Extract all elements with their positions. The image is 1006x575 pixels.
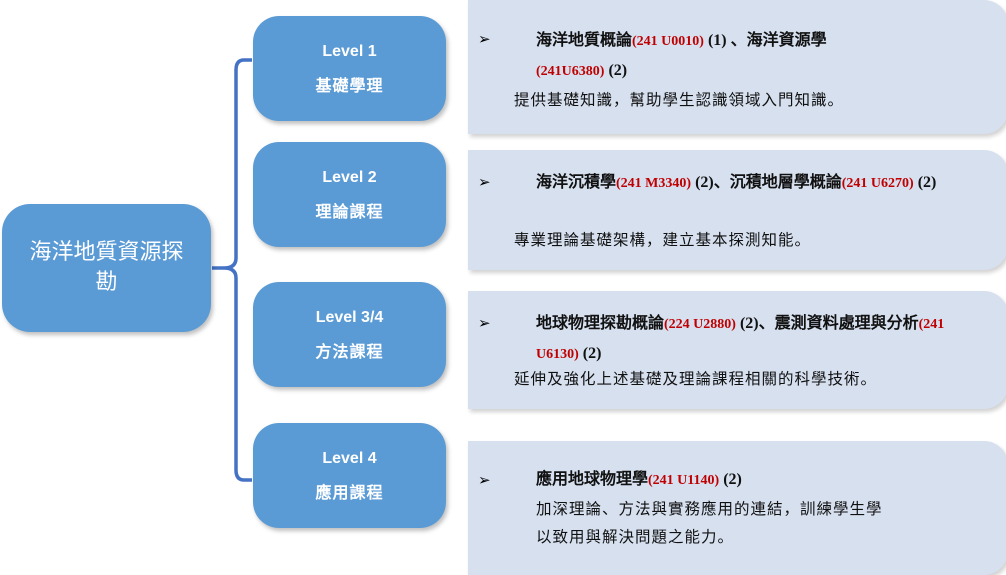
level-title: Level 1 <box>322 42 377 60</box>
level-title: Level 2 <box>322 168 377 186</box>
level-subtitle: 方法課程 <box>315 341 384 361</box>
separator: 、 <box>730 30 747 49</box>
course-credit: (2) <box>604 62 628 79</box>
level-description-line-1: 加深理論、方法與實務應用的連結，訓練學生學 <box>536 500 883 518</box>
level-1-box: Level 1 基礎學理 <box>253 16 446 121</box>
course-name: 應用地球物理學 <box>536 469 649 488</box>
course-name: 海洋沉積學 <box>536 172 617 191</box>
level-description: 提供基礎知識，幫助學生認識領域入門知識。 <box>514 91 845 109</box>
level-subtitle: 應用課程 <box>315 482 384 502</box>
course-code: (224 U2880) <box>664 317 736 332</box>
arrow-bullet-icon: ➢ <box>478 471 491 489</box>
level-3-panel: ➢ 地球物理探勘概論(224 U2880) (2)、震測資料處理與分析(241 … <box>468 291 1006 409</box>
level-title: Level 4 <box>322 449 377 467</box>
course-credit: (2) <box>913 174 937 191</box>
separator: 、 <box>758 313 775 332</box>
level-3-box: Level 3/4 方法課程 <box>253 282 446 387</box>
course-list: 地球物理探勘概論(224 U2880) (2)、震測資料處理與分析(241 U6… <box>536 309 978 369</box>
course-code: (241 M3340) <box>616 176 692 191</box>
course-list: 應用地球物理學(241 U1140) (2) <box>536 465 978 495</box>
course-credit: (1) <box>703 32 731 49</box>
course-credit: (2) <box>578 345 602 362</box>
level-description: 專業理論基礎架構，建立基本探測知能。 <box>514 231 812 249</box>
level-2-panel: ➢ 海洋沉積學(241 M3340) (2)、沉積地層學概論(241 U6270… <box>468 150 1006 270</box>
root-node: 海洋地質資源探勘 <box>2 204 211 332</box>
level-1-panel: ➢ 海洋地質概論(241 U0010) (1) 、海洋資源學 (241U6380… <box>468 0 1006 134</box>
course-code: (241 U0010) <box>632 34 704 49</box>
course-name: 沉積地層學概論 <box>729 172 842 191</box>
arrow-bullet-icon: ➢ <box>478 173 491 191</box>
arrow-bullet-icon: ➢ <box>478 30 491 48</box>
course-credit: (2) <box>735 315 759 332</box>
course-name: 海洋地質概論 <box>536 30 633 49</box>
level-4-panel: ➢ 應用地球物理學(241 U1140) (2) 加深理論、方法與實務應用的連結… <box>468 441 1006 575</box>
level-description-line-2: 以致用與解決問題之能力。 <box>536 528 735 546</box>
separator: 、 <box>713 172 730 191</box>
level-description: 延伸及強化上述基礎及理論課程相關的科學技術。 <box>514 370 878 388</box>
level-4-box: Level 4 應用課程 <box>253 423 446 528</box>
level-subtitle: 基礎學理 <box>315 75 384 95</box>
course-code: (241 U6130) <box>536 317 945 362</box>
course-name: 海洋資源學 <box>746 30 827 49</box>
course-list: 海洋沉積學(241 M3340) (2)、沉積地層學概論(241 U6270) … <box>536 168 978 198</box>
course-code: (241 U6270) <box>841 176 914 191</box>
course-code: (241U6380) <box>536 64 605 79</box>
course-credit: (2) <box>719 471 742 488</box>
course-name: 地球物理探勘概論 <box>536 313 665 332</box>
arrow-bullet-icon: ➢ <box>478 314 491 332</box>
course-code: (241 U1140) <box>648 473 720 488</box>
level-title: Level 3/4 <box>315 308 384 326</box>
course-list: 海洋地質概論(241 U0010) (1) 、海洋資源學 (241U6380) … <box>536 26 978 86</box>
level-2-box: Level 2 理論課程 <box>253 142 446 247</box>
course-name: 震測資料處理與分析 <box>774 313 919 332</box>
level-subtitle: 理論課程 <box>315 201 384 221</box>
course-credit: (2) <box>691 174 714 191</box>
root-label: 海洋地質資源探勘 <box>29 240 184 295</box>
